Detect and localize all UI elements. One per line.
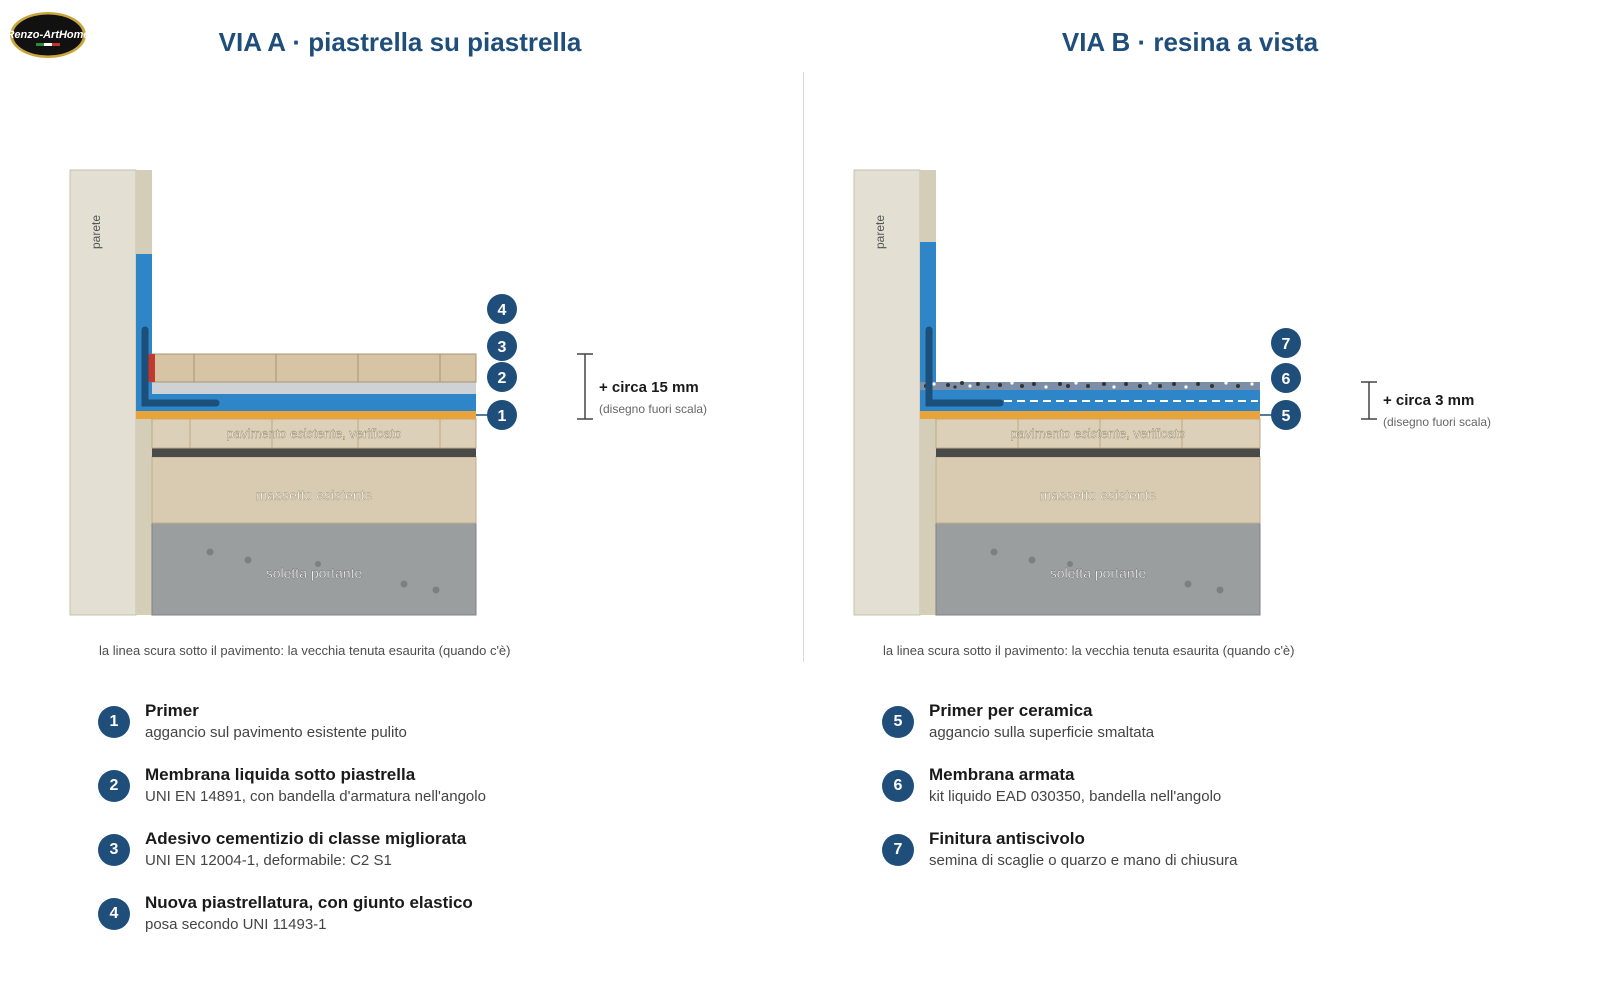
legend-desc: kit liquido EAD 030350, bandella nell'an… bbox=[929, 788, 1222, 805]
panel-divider bbox=[803, 72, 804, 662]
floor-label: pavimento esistente, verificato bbox=[1011, 426, 1186, 441]
marker-3: 3 bbox=[487, 331, 517, 361]
corner-band bbox=[925, 326, 1004, 407]
height-bracket bbox=[1361, 381, 1377, 420]
legend-title: Membrana liquida sotto piastrella bbox=[145, 765, 416, 784]
height-label: + circa 3 mm bbox=[1383, 392, 1474, 409]
step-badge: 3 bbox=[98, 834, 130, 866]
legend-title: Primer per ceramica bbox=[929, 701, 1093, 720]
step-badge: 4 bbox=[98, 898, 130, 930]
svg-text:5: 5 bbox=[1282, 408, 1291, 425]
screed bbox=[151, 456, 477, 524]
legend-desc: posa secondo UNI 11493-1 bbox=[145, 916, 327, 933]
svg-text:Renzo-ArtHome: Renzo-ArtHome bbox=[8, 29, 88, 41]
caption-b: la linea scura sotto il pavimento: la ve… bbox=[883, 643, 1295, 658]
legend-desc: semina di scaglie o quarzo e mano di chi… bbox=[929, 852, 1238, 869]
new-tiles bbox=[151, 353, 477, 383]
step-badge: 5 bbox=[882, 706, 914, 738]
legend-title: Membrana armata bbox=[929, 765, 1075, 784]
existing-floor bbox=[151, 418, 477, 449]
svg-text:3: 3 bbox=[498, 339, 507, 356]
marker-7: 7 bbox=[1271, 328, 1301, 358]
scale-note: (disegno fuori scala) bbox=[599, 402, 707, 416]
legend-item: 4 Nuova piastrellatura, con giunto elast… bbox=[98, 892, 486, 934]
legend-title: Primer bbox=[145, 701, 199, 720]
screed bbox=[935, 456, 1261, 524]
svg-text:2: 2 bbox=[498, 370, 507, 387]
legend-desc: UNI EN 14891, con bandella d'armatura ne… bbox=[145, 788, 486, 805]
panel-b-title: VIA B · resina a vista bbox=[1061, 27, 1319, 57]
brand-logo: Renzo-ArtHome bbox=[8, 10, 88, 60]
svg-text:1: 1 bbox=[498, 408, 507, 425]
height-bracket bbox=[577, 353, 593, 420]
legend-title: Finitura antiscivolo bbox=[929, 829, 1085, 848]
wall bbox=[853, 169, 921, 616]
elastic-joint bbox=[148, 354, 155, 382]
svg-text:7: 7 bbox=[1282, 336, 1291, 353]
step-badge: 1 bbox=[98, 706, 130, 738]
legend-item: 3 Adesivo cementizio di classe migliorat… bbox=[98, 828, 486, 870]
existing-floor bbox=[935, 418, 1261, 449]
old-seal bbox=[936, 448, 1260, 457]
diagram-a: parete soletta portante massetto esisten… bbox=[69, 160, 770, 630]
step-badge: 2 bbox=[98, 770, 130, 802]
legend-title: Nuova piastrellatura, con giunto elastic… bbox=[145, 893, 473, 912]
marker-2: 2 bbox=[487, 362, 517, 392]
legend-item: 7 Finitura antiscivolo semina di scaglie… bbox=[882, 828, 1238, 870]
legend-a: 1 Primer aggancio sul pavimento esistent… bbox=[98, 700, 486, 956]
step-badge: 7 bbox=[882, 834, 914, 866]
panel-a-title: VIA A · piastrella su piastrella bbox=[218, 27, 582, 57]
legend-item: 6 Membrana armata kit liquido EAD 030350… bbox=[882, 764, 1238, 806]
scale-note: (disegno fuori scala) bbox=[1383, 415, 1491, 429]
slab-label: soletta portante bbox=[1050, 565, 1147, 581]
old-seal bbox=[152, 448, 476, 457]
marker-1: 1 bbox=[487, 400, 517, 430]
legend-item: 1 Primer aggancio sul pavimento esistent… bbox=[98, 700, 486, 742]
marker-6: 6 bbox=[1271, 363, 1301, 393]
screed-label: massetto esistente bbox=[256, 487, 373, 503]
legend-item: 2 Membrana liquida sotto piastrella UNI … bbox=[98, 764, 486, 806]
primer-layer bbox=[920, 411, 1260, 419]
primer-layer bbox=[136, 411, 476, 419]
slab-label: soletta portante bbox=[266, 565, 363, 581]
quartz-flakes bbox=[924, 381, 1254, 389]
legend-desc: aggancio sul pavimento esistente pulito bbox=[145, 724, 407, 741]
screed-label: massetto esistente bbox=[1040, 487, 1157, 503]
legend-desc: UNI EN 12004-1, deformabile: C2 S1 bbox=[145, 852, 392, 869]
legend-b: 5 Primer per ceramica aggancio sulla sup… bbox=[882, 700, 1238, 892]
marker-5: 5 bbox=[1271, 400, 1301, 430]
membrane-layer bbox=[920, 242, 1260, 411]
svg-text:4: 4 bbox=[498, 302, 507, 319]
wall-label: parete bbox=[89, 215, 103, 249]
legend-title: Adesivo cementizio di classe migliorata bbox=[145, 829, 467, 848]
step-badge: 6 bbox=[882, 770, 914, 802]
svg-text:6: 6 bbox=[1282, 371, 1291, 388]
legend-item: 5 Primer per ceramica aggancio sulla sup… bbox=[882, 700, 1238, 742]
marker-4: 4 bbox=[487, 294, 517, 324]
height-label: + circa 15 mm bbox=[599, 379, 699, 396]
wall-label: parete bbox=[873, 215, 887, 249]
slab bbox=[151, 522, 477, 616]
diagram-b: parete soletta portante massetto esisten… bbox=[853, 160, 1554, 630]
slab bbox=[935, 522, 1261, 616]
floor-label: pavimento esistente, verificato bbox=[227, 426, 402, 441]
wall bbox=[69, 169, 137, 616]
legend-desc: aggancio sulla superficie smaltata bbox=[929, 724, 1155, 741]
corner-band bbox=[141, 326, 220, 407]
membrane-layer bbox=[136, 254, 476, 411]
caption-a: la linea scura sotto il pavimento: la ve… bbox=[99, 643, 511, 658]
adhesive-layer bbox=[152, 382, 476, 394]
